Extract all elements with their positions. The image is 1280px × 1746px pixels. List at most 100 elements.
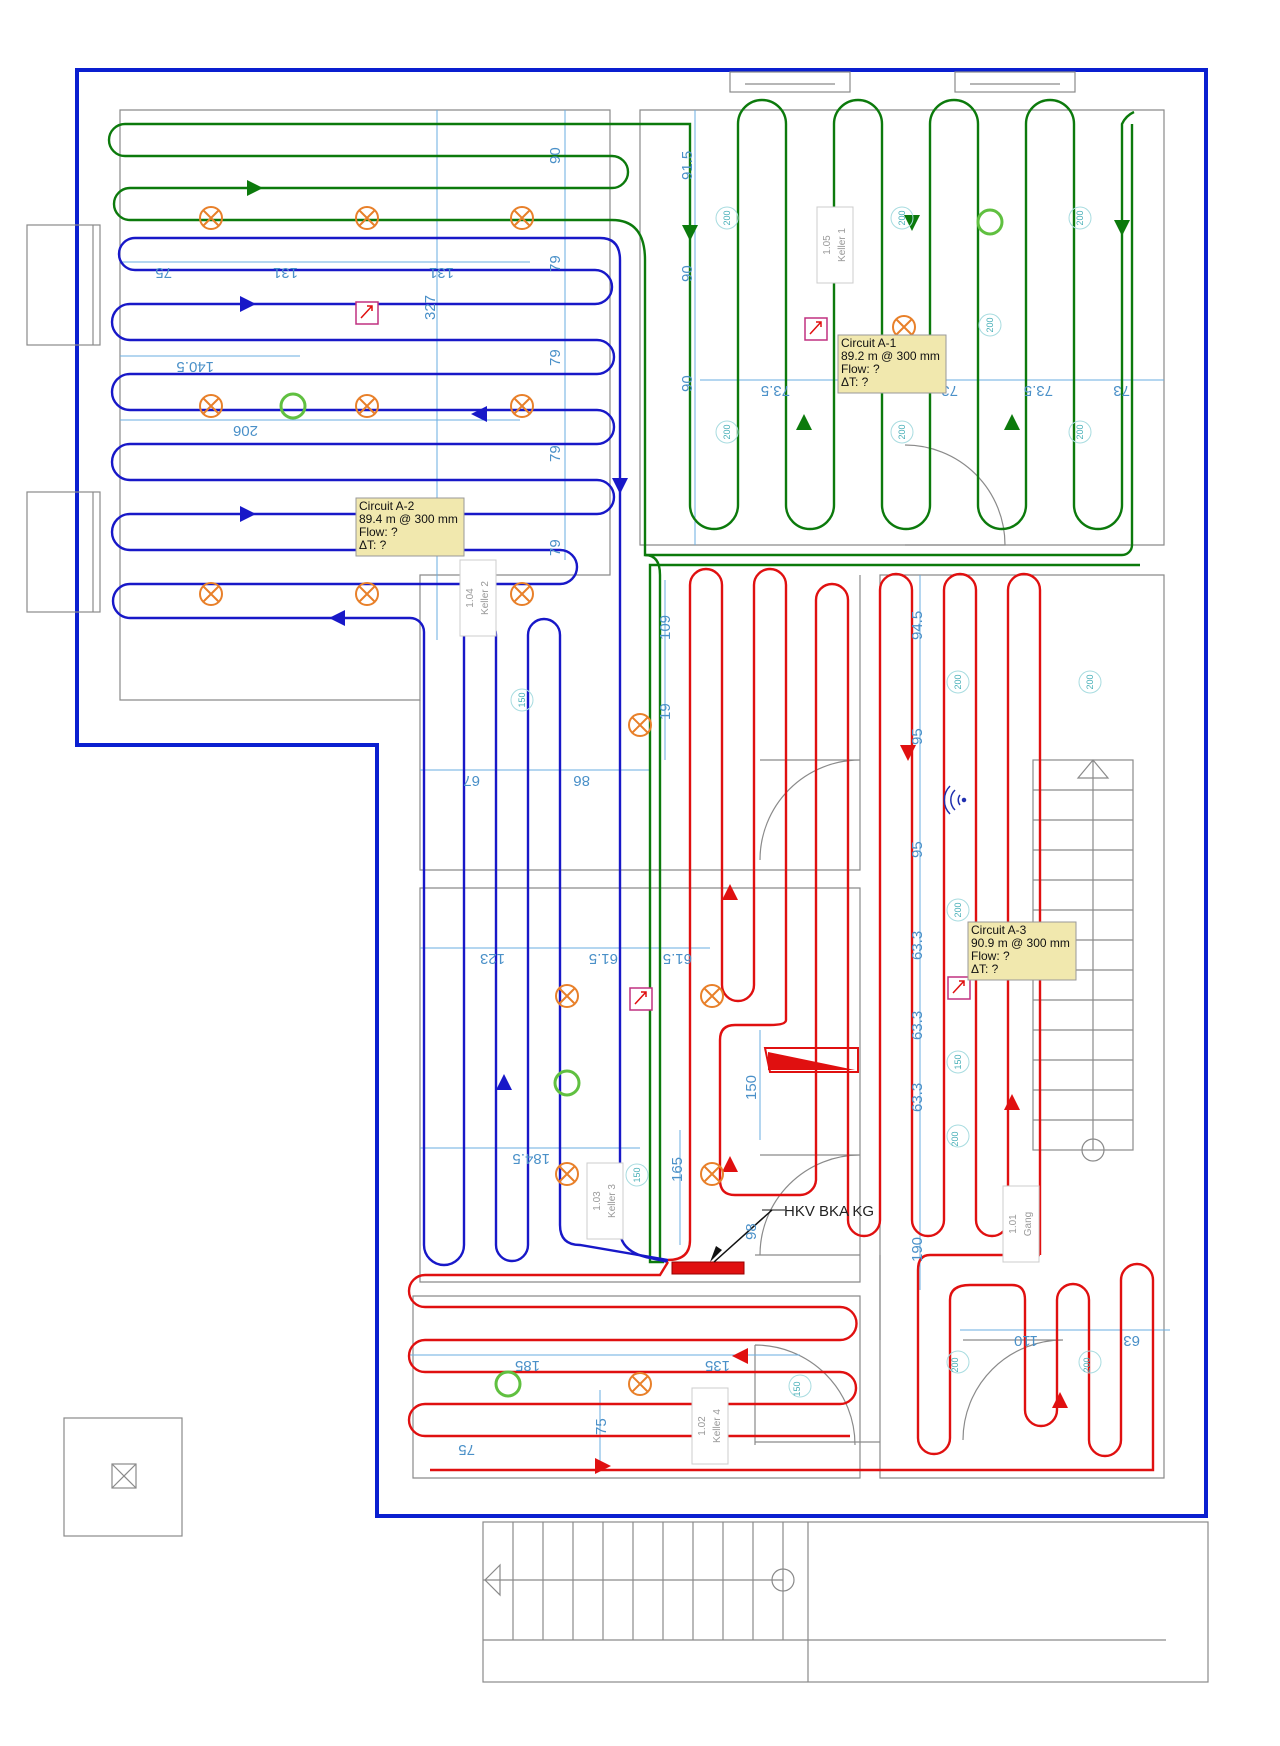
dim-label: 95 bbox=[909, 841, 926, 858]
door-arc-3 bbox=[759, 1154, 861, 1256]
dim-label: 98 bbox=[743, 1223, 760, 1240]
manifold-bar[interactable] bbox=[671, 1261, 745, 1275]
thermostat-icon bbox=[804, 317, 828, 341]
circuit-delta: ΔT: ? bbox=[971, 962, 999, 976]
dim-label: 63.3 bbox=[909, 1083, 926, 1112]
svg-text:200: 200 bbox=[722, 424, 732, 439]
dim-label: 131 bbox=[429, 264, 454, 281]
svg-text:200: 200 bbox=[722, 210, 732, 225]
dim-label: 206 bbox=[233, 422, 258, 439]
svg-text:200: 200 bbox=[985, 317, 995, 332]
obstacle-fill bbox=[768, 1052, 855, 1070]
svg-text:1.01: 1.01 bbox=[1008, 1214, 1019, 1234]
spacing-marker: 200 bbox=[715, 420, 739, 444]
circuit-label-a1[interactable]: Circuit A-1 89.2 m @ 300 mm Flow: ? ΔT: … bbox=[837, 334, 947, 394]
light-icon bbox=[355, 206, 379, 230]
dim-label: 91.5 bbox=[679, 151, 696, 180]
dim-label: 75 bbox=[155, 264, 172, 281]
svg-text:200: 200 bbox=[1075, 424, 1085, 439]
room-label-keller4: 1.02 Keller 4 bbox=[691, 1387, 729, 1465]
svg-text:200: 200 bbox=[897, 424, 907, 439]
door-arc-5 bbox=[962, 1339, 1064, 1441]
light-icon bbox=[510, 582, 534, 606]
svg-text:200: 200 bbox=[1085, 674, 1095, 689]
circuit-length: 89.4 m @ 300 mm bbox=[359, 512, 458, 526]
dim-label: 75 bbox=[593, 1418, 610, 1435]
door-arc-2 bbox=[904, 444, 1006, 546]
svg-text:150: 150 bbox=[792, 1381, 802, 1396]
svg-text:Keller 2: Keller 2 bbox=[480, 581, 491, 615]
dim-label: 150 bbox=[743, 1075, 760, 1100]
light-icon bbox=[892, 315, 916, 339]
dim-label: 73 bbox=[1113, 382, 1130, 399]
ceiling-light-icons bbox=[199, 206, 916, 1396]
spacing-marker: 200 bbox=[1068, 420, 1092, 444]
room-label-keller2: 1.04 Keller 2 bbox=[459, 559, 497, 637]
circuit-label-a2[interactable]: Circuit A-2 89.4 m @ 300 mm Flow: ? ΔT: … bbox=[355, 497, 465, 557]
circuit-flow: Flow: ? bbox=[971, 949, 1010, 963]
svg-text:150: 150 bbox=[632, 1167, 642, 1182]
svg-text:200: 200 bbox=[950, 1357, 960, 1372]
ring-icon bbox=[279, 392, 307, 420]
dim-label: 79 bbox=[547, 255, 564, 272]
svg-text:1.04: 1.04 bbox=[465, 588, 476, 608]
svg-text:Gang: Gang bbox=[1023, 1212, 1034, 1236]
circuit-a1-pipe bbox=[107, 98, 1140, 1264]
svg-text:200: 200 bbox=[950, 1131, 960, 1146]
circuit-a1-arrows bbox=[247, 180, 1130, 430]
dim-label: 61.5 bbox=[589, 950, 618, 967]
light-icon bbox=[510, 394, 534, 418]
dim-label: 63.3 bbox=[909, 931, 926, 960]
ring-icon bbox=[494, 1370, 522, 1398]
manifold-arrow-icon bbox=[710, 1246, 722, 1262]
circuit-name: Circuit A-3 bbox=[971, 923, 1027, 937]
spacing-marker: 200 bbox=[1068, 206, 1092, 230]
dim-label: 79 bbox=[547, 445, 564, 462]
circuit-length: 90.9 m @ 300 mm bbox=[971, 936, 1070, 950]
spacing-marker: 200 bbox=[1078, 670, 1102, 694]
window-top-1 bbox=[729, 71, 851, 93]
door-arc-1 bbox=[759, 759, 861, 861]
room-label-gang: 1.01 Gang bbox=[1002, 1185, 1040, 1263]
svg-text:1.05: 1.05 bbox=[822, 235, 833, 255]
circuit-delta: ΔT: ? bbox=[359, 538, 387, 552]
spacing-marker: 150 bbox=[625, 1163, 649, 1187]
svg-text:200: 200 bbox=[897, 210, 907, 225]
spacing-marker: 200 bbox=[946, 670, 970, 694]
spacing-marker: 200 bbox=[890, 420, 914, 444]
svg-text:200: 200 bbox=[1082, 1357, 1092, 1372]
spacing-marker: 200 bbox=[946, 1350, 970, 1374]
dim-label: 185 bbox=[515, 1357, 540, 1374]
wall-partition bbox=[755, 1254, 881, 1443]
dim-label: 140.5 bbox=[176, 358, 214, 375]
circuit-name: Circuit A-1 bbox=[841, 336, 897, 350]
light-icon bbox=[628, 713, 652, 737]
dim-label: 75 bbox=[458, 1441, 475, 1458]
dim-label: 135 bbox=[705, 1357, 730, 1374]
dim-label: 90 bbox=[679, 375, 696, 392]
dim-label: 63.3 bbox=[909, 1011, 926, 1040]
circuit-a3-pipe bbox=[407, 567, 1155, 1472]
light-icon bbox=[355, 582, 379, 606]
dim-label: 95 bbox=[909, 728, 926, 745]
light-icon bbox=[628, 1372, 652, 1396]
light-icon bbox=[555, 984, 579, 1008]
dim-label: 67 bbox=[463, 772, 480, 789]
spacing-marker: 200 bbox=[978, 313, 1002, 337]
dim-label: 190 bbox=[909, 1237, 926, 1262]
dim-label: 79 bbox=[547, 539, 564, 556]
spacing-markers: 200 200 200 200 200 200 200 150 200 200 … bbox=[510, 206, 1102, 1398]
thermostat-icon bbox=[629, 987, 653, 1011]
spacing-marker: 200 bbox=[946, 1124, 970, 1148]
wall-keller2 bbox=[119, 109, 611, 701]
light-icon bbox=[199, 582, 223, 606]
light-icon bbox=[199, 394, 223, 418]
ring-icon bbox=[976, 208, 1004, 236]
dim-label: 123 bbox=[480, 950, 505, 967]
dim-label: 79 bbox=[547, 349, 564, 366]
circuit-label-a3[interactable]: Circuit A-3 90.9 m @ 300 mm Flow: ? ΔT: … bbox=[967, 921, 1077, 981]
light-icon bbox=[700, 1162, 724, 1186]
dim-label: 90 bbox=[679, 265, 696, 282]
floor-drain-icons bbox=[279, 208, 1004, 1398]
svg-text:Keller 3: Keller 3 bbox=[607, 1184, 618, 1218]
